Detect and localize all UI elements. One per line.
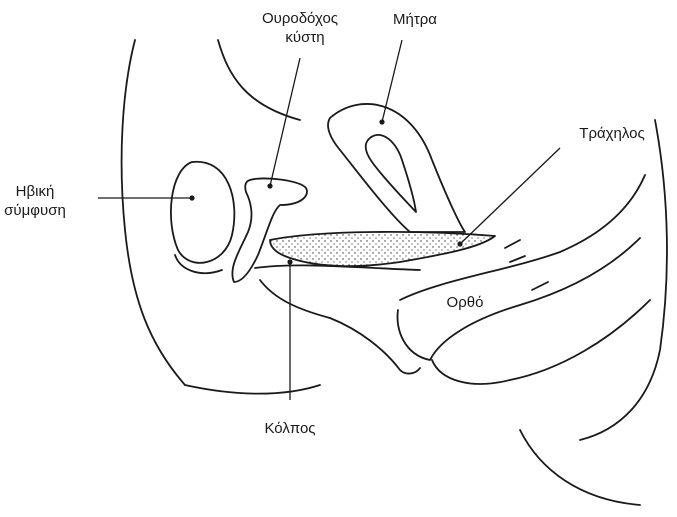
buttock-curve [520, 430, 640, 505]
label-pubic-symphysis-1: Ηβική [16, 183, 55, 200]
pubic-symphysis [171, 162, 234, 263]
sacral-curve [580, 120, 667, 440]
rectal-dash-3 [532, 282, 548, 290]
label-bladder-1: Ουροδόχος [262, 10, 338, 27]
rectal-dash-1 [505, 240, 520, 248]
label-bladder-2: κύστη [285, 29, 324, 46]
label-cervix: Τράχηλος [579, 125, 644, 142]
label-uterus: Μήτρα [393, 11, 437, 28]
leader-uterus-dot [379, 119, 384, 124]
label-rectum: Ορθό [447, 294, 484, 311]
leader-pubic-symphysis-dot [189, 195, 194, 200]
rectum-lower [432, 300, 650, 384]
leader-cervix-dot [457, 241, 462, 246]
leader-cervix [460, 148, 560, 244]
leader-bladder [270, 58, 300, 186]
vaginal-lower-wall [260, 280, 330, 318]
pubic-symphysis-inner [175, 255, 222, 273]
uterus [328, 104, 465, 232]
uterine-cavity [366, 135, 416, 212]
anterior-body-wall [122, 40, 185, 385]
label-pubic-symphysis-2: σύμφυση [4, 202, 66, 219]
vagina [255, 265, 420, 270]
label-vagina: Κόλπος [264, 420, 315, 437]
leader-vagina-dot [287, 259, 292, 264]
perineal-base [185, 385, 320, 394]
leader-bladder-dot [267, 183, 272, 188]
cervix-region [270, 232, 495, 266]
rectal-dash-2 [510, 256, 525, 262]
